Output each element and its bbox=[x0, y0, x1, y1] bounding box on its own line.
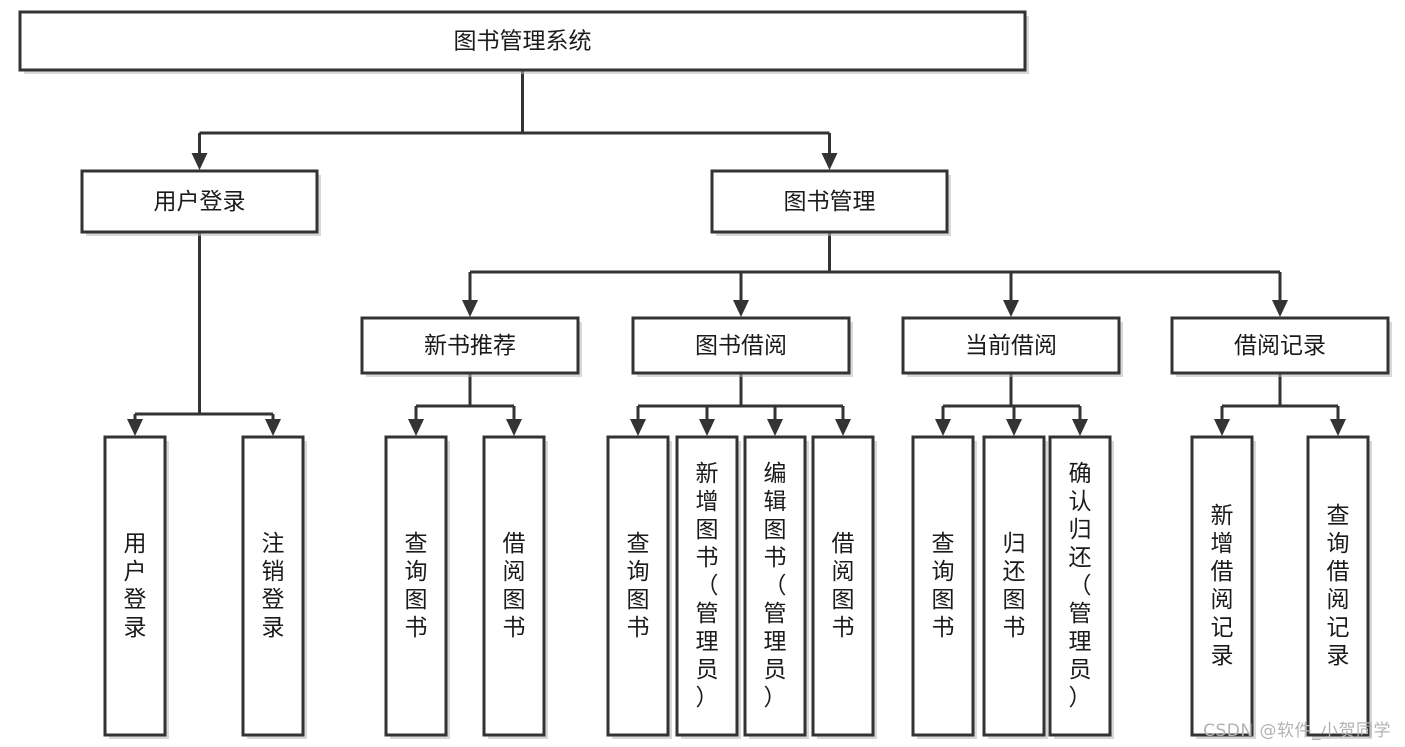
node-leaf-query-book-b[interactable]: 查询图书 bbox=[606, 435, 672, 739]
arrow-head-icon bbox=[733, 300, 749, 317]
node-leaf-confirm-return[interactable]: 确认归还（管理员） bbox=[1048, 435, 1114, 739]
node-label: 新增图书（管理员） bbox=[696, 461, 719, 711]
node-box bbox=[1306, 435, 1370, 737]
node-book-manage[interactable]: 图书管理 bbox=[710, 169, 951, 236]
edge-layer bbox=[127, 70, 1346, 436]
node-leaf-borrow-book-rec[interactable]: 借阅图书 bbox=[482, 435, 548, 739]
node-box bbox=[901, 316, 1121, 375]
node-label: 借阅图书 bbox=[503, 531, 526, 641]
node-label: 图书管理 bbox=[784, 189, 876, 215]
arrow-head-icon bbox=[1003, 300, 1019, 317]
node-leaf-user-login[interactable]: 用户登录 bbox=[103, 435, 169, 739]
node-box bbox=[103, 435, 167, 737]
node-label: 编辑图书（管理员） bbox=[764, 461, 787, 711]
node-box bbox=[606, 435, 670, 737]
node-label: 用户登录 bbox=[124, 531, 147, 641]
node-label: 图书借阅 bbox=[695, 333, 787, 359]
node-label: 新增借阅记录 bbox=[1211, 503, 1234, 669]
node-label: 用户登录 bbox=[154, 189, 246, 215]
node-leaf-query-book-c[interactable]: 查询图书 bbox=[911, 435, 977, 739]
node-box bbox=[18, 10, 1027, 72]
node-label: 查询图书 bbox=[627, 531, 650, 641]
node-box bbox=[982, 435, 1046, 737]
node-box bbox=[1048, 435, 1112, 737]
arrow-head-icon bbox=[127, 419, 143, 436]
node-leaf-logout[interactable]: 注销登录 bbox=[241, 435, 307, 739]
node-box bbox=[631, 316, 851, 375]
arrow-head-icon bbox=[265, 419, 281, 436]
node-user-login[interactable]: 用户登录 bbox=[80, 169, 321, 236]
arrow-head-icon bbox=[1272, 300, 1288, 317]
node-label: 借阅记录 bbox=[1234, 333, 1326, 359]
node-label: 借阅图书 bbox=[832, 531, 855, 641]
node-label: 确认归还（管理员） bbox=[1069, 461, 1092, 711]
node-box bbox=[811, 435, 875, 737]
arrow-head-icon bbox=[767, 419, 783, 436]
node-box bbox=[384, 435, 448, 737]
node-box bbox=[743, 435, 807, 737]
node-leaf-add-book[interactable]: 新增图书（管理员） bbox=[675, 435, 741, 739]
arrow-head-icon bbox=[462, 300, 478, 317]
node-label: 归还图书 bbox=[1003, 531, 1026, 641]
arrow-head-icon bbox=[935, 419, 951, 436]
node-box bbox=[241, 435, 305, 737]
arrow-head-icon bbox=[1006, 419, 1022, 436]
node-box bbox=[80, 169, 319, 234]
arrow-head-icon bbox=[699, 419, 715, 436]
watermark-label: CSDN @软件_小贺同学 bbox=[1203, 721, 1391, 741]
arrow-head-icon bbox=[1214, 419, 1230, 436]
node-new-book-rec[interactable]: 新书推荐 bbox=[360, 316, 582, 377]
node-leaf-add-record[interactable]: 新增借阅记录 bbox=[1190, 435, 1256, 739]
arrow-head-icon bbox=[835, 419, 851, 436]
node-box bbox=[710, 169, 949, 234]
node-borrow-record[interactable]: 借阅记录 bbox=[1170, 316, 1392, 377]
node-book-borrow[interactable]: 图书借阅 bbox=[631, 316, 853, 377]
arrow-head-icon bbox=[506, 419, 522, 436]
node-box bbox=[482, 435, 546, 737]
node-label: 查询图书 bbox=[932, 531, 955, 641]
node-leaf-query-book-rec[interactable]: 查询图书 bbox=[384, 435, 450, 739]
arrow-head-icon bbox=[1330, 419, 1346, 436]
node-label: 查询借阅记录 bbox=[1327, 503, 1350, 669]
arrow-head-icon bbox=[821, 153, 838, 170]
node-layer: 图书管理系统用户登录图书管理新书推荐图书借阅当前借阅借阅记录用户登录注销登录查询… bbox=[18, 10, 1392, 739]
node-label: 当前借阅 bbox=[965, 333, 1057, 359]
node-label: 查询图书 bbox=[405, 531, 428, 641]
node-root[interactable]: 图书管理系统 bbox=[18, 10, 1029, 74]
node-current-borrow[interactable]: 当前借阅 bbox=[901, 316, 1123, 377]
node-leaf-borrow-book-b[interactable]: 借阅图书 bbox=[811, 435, 877, 739]
node-box bbox=[675, 435, 739, 737]
node-box bbox=[360, 316, 580, 375]
node-label: 新书推荐 bbox=[424, 333, 516, 359]
arrow-head-icon bbox=[191, 153, 208, 170]
node-leaf-query-record[interactable]: 查询借阅记录 bbox=[1306, 435, 1372, 739]
node-box bbox=[911, 435, 975, 737]
node-box bbox=[1170, 316, 1390, 375]
node-leaf-return-book[interactable]: 归还图书 bbox=[982, 435, 1048, 739]
node-leaf-edit-book[interactable]: 编辑图书（管理员） bbox=[743, 435, 809, 739]
arrow-head-icon bbox=[408, 419, 424, 436]
node-box bbox=[1190, 435, 1254, 737]
node-label: 图书管理系统 bbox=[454, 29, 592, 55]
node-label: 注销登录 bbox=[262, 531, 285, 641]
arrow-head-icon bbox=[1072, 419, 1088, 436]
arrow-head-icon bbox=[630, 419, 646, 436]
